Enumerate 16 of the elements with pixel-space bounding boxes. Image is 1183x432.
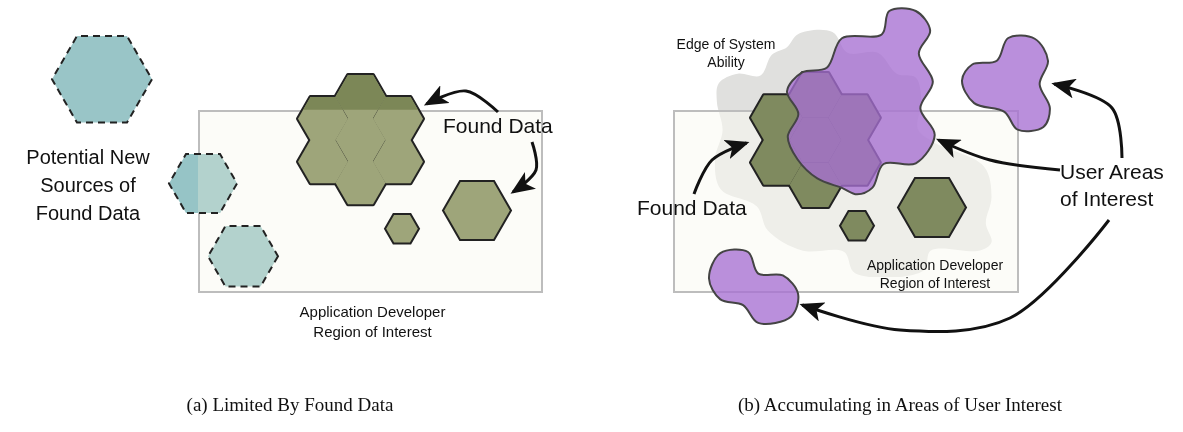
curved-arrow: [935, 138, 1061, 172]
annotation-text: Found Data: [443, 113, 554, 139]
curved-arrow: [510, 141, 539, 194]
curved-arrow: [799, 219, 1111, 333]
hexagon-cluster: [293, 71, 427, 209]
curved-arrow: [423, 85, 499, 114]
annotation-text: Edge of System Ability: [675, 35, 777, 72]
figure-caption: (b) Accumulating in Areas of User Interest: [737, 393, 1063, 417]
curved-arrow: [692, 140, 750, 195]
annotation-text: Potential New Sources of Found Data: [25, 145, 151, 226]
region-label: Application Developer Region of Interest: [298, 302, 447, 341]
region-label: Application Developer Region of Interest: [865, 256, 1005, 293]
annotation-text: Found Data: [637, 195, 748, 221]
annotation-text: User Areas of Interest: [1060, 159, 1165, 213]
figure-caption: (a) Limited By Found Data: [185, 393, 395, 417]
curved-arrow: [1051, 79, 1124, 159]
